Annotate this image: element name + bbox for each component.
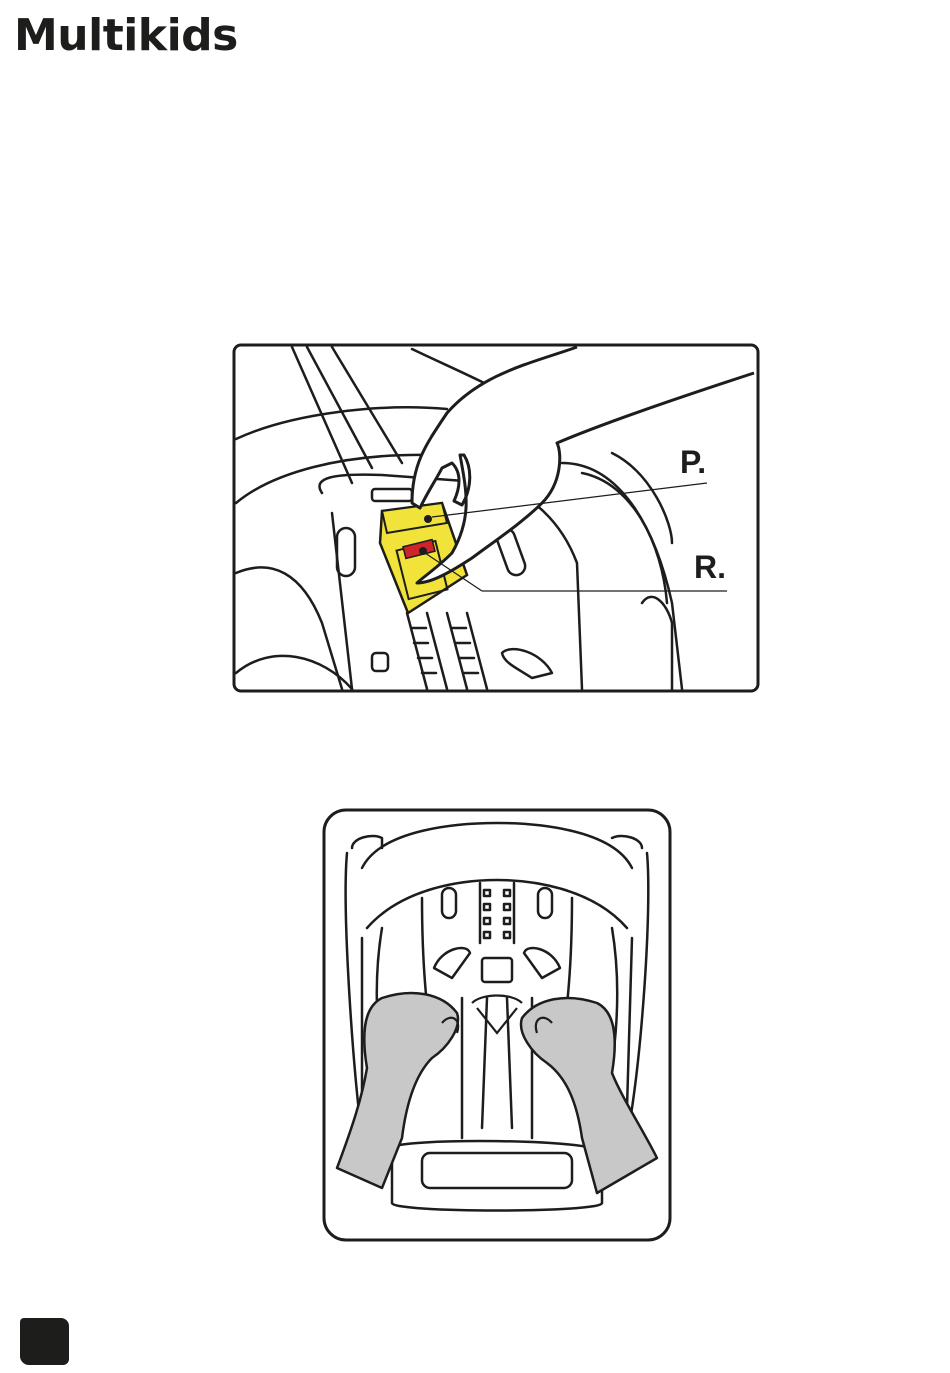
harness-adjuster-illustration: P. R.	[232, 343, 760, 693]
page-tab-block	[20, 1318, 69, 1365]
label-r: R.	[694, 549, 726, 585]
brand-logo: Multikids	[14, 10, 238, 61]
buckle-fastening-illustration	[322, 808, 672, 1242]
label-p: P.	[680, 444, 706, 480]
